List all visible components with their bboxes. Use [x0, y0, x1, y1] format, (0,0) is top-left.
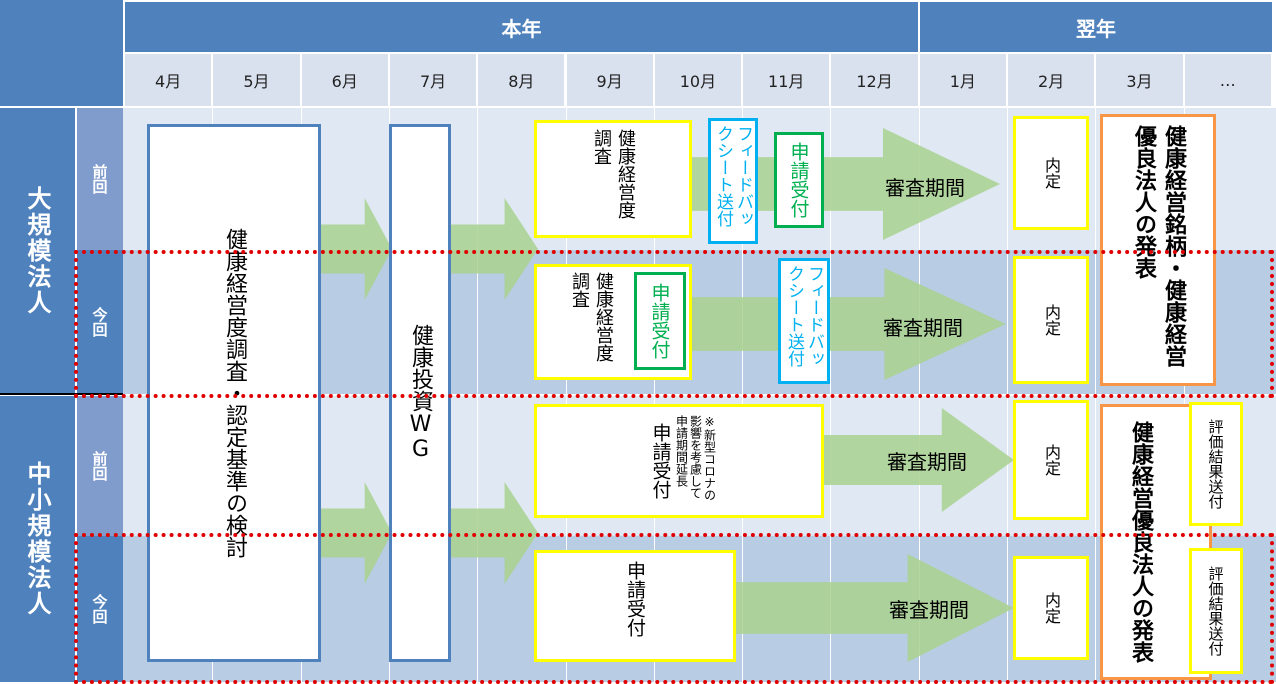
feedback-prev-text: フィードバックシート送付: [713, 125, 753, 227]
month-header-cell: 1月: [919, 54, 1006, 106]
month-header-cell: 5月: [213, 54, 300, 106]
row-label-large-prev: 前回: [77, 108, 123, 250]
review-period-sme-cur: 審査期間: [889, 597, 969, 622]
feedback-prev-box: フィードバックシート送付: [708, 118, 758, 244]
eval-send-prev: 評価結果送付: [1189, 402, 1243, 526]
naitei-large-prev-text: 内定: [1042, 157, 1061, 189]
announce-sme-text: 健康経営優良法人の発表: [1128, 421, 1153, 663]
naitei-large-prev: 内定: [1013, 116, 1089, 230]
investment-wg-box: 健康投資WG: [389, 124, 451, 662]
feedback-cur-text: フィードバックシート送付: [784, 265, 824, 367]
month-header-cell: 11月: [743, 54, 830, 106]
review-period-large-prev: 審査期間: [885, 175, 965, 200]
month-header-cell: 7月: [389, 54, 477, 106]
naitei-sme-prev-text: 内定: [1042, 444, 1061, 476]
survey-large-cur-text: 健康経営度調査: [569, 272, 614, 362]
apply-sme-prev-text: 申請受付: [649, 423, 672, 499]
naitei-sme-cur: 内定: [1013, 556, 1089, 660]
naitei-sme-prev: 内定: [1013, 400, 1089, 520]
month-header-cell: …: [1184, 54, 1271, 106]
feedback-cur-box: フィードバックシート送付: [778, 258, 830, 384]
category-large: 大規模法人: [0, 108, 75, 394]
month-header-cell: 3月: [1096, 54, 1183, 106]
apply-sme-prev-note: ※新型コロナの影響を考慮して申請期間延長: [674, 415, 717, 501]
month-header-cell: 2月: [1008, 54, 1095, 106]
apply-large-cur-box: 申請受付: [634, 272, 686, 370]
row-label-sme-prev: 前回: [77, 396, 123, 536]
month-header-cell: 12月: [831, 54, 918, 106]
eval-send-prev-text: 評価結果送付: [1206, 419, 1225, 509]
apply-large-cur-text: 申請受付: [648, 283, 671, 359]
survey-review-box: 健康経営度調査・認定基準の検討: [147, 124, 321, 662]
month-header-cell: 4月: [125, 54, 212, 106]
apply-sme-cur-box: 申請受付: [534, 550, 736, 662]
header-this-year: 本年: [125, 2, 918, 52]
eval-send-cur-text: 評価結果送付: [1206, 566, 1225, 656]
apply-large-prev-box: 申請受付: [774, 132, 824, 228]
survey-large-prev-text: 健康経営度調査: [591, 129, 636, 219]
apply-large-prev-text: 申請受付: [787, 142, 810, 218]
header-next-year: 翌年: [920, 2, 1272, 52]
month-header-cell: 9月: [566, 54, 653, 106]
month-header-cell: 6月: [301, 54, 388, 106]
review-period-large-cur: 審査期間: [883, 315, 963, 340]
category-divider: [0, 393, 123, 395]
naitei-large-cur-text: 内定: [1042, 304, 1061, 336]
row-label-large-cur: 今回: [77, 250, 123, 393]
eval-send-cur: 評価結果送付: [1189, 548, 1243, 674]
review-period-sme-prev: 審査期間: [887, 449, 967, 474]
survey-large-prev-box: 健康経営度調査: [534, 120, 692, 238]
naitei-sme-cur-text: 内定: [1042, 592, 1061, 624]
category-sme: 中小規模法人: [0, 396, 75, 682]
row-label-sme-cur: 今回: [77, 536, 123, 682]
highlight-large-current: [74, 250, 1274, 398]
highlight-sme-current: [74, 533, 1274, 684]
apply-sme-prev-box: 申請受付 ※新型コロナの影響を考慮して申請期間延長: [534, 404, 824, 518]
corner-cell: [0, 0, 123, 106]
apply-sme-cur-text: 申請受付: [624, 561, 646, 637]
month-header-cell: 8月: [478, 54, 565, 106]
naitei-large-cur: 内定: [1013, 256, 1089, 384]
month-header-cell: 10月: [654, 54, 742, 106]
investment-wg-text: 健康投資WG: [408, 324, 433, 462]
survey-review-text: 健康経営度調査・認定基準の検討: [222, 228, 247, 558]
